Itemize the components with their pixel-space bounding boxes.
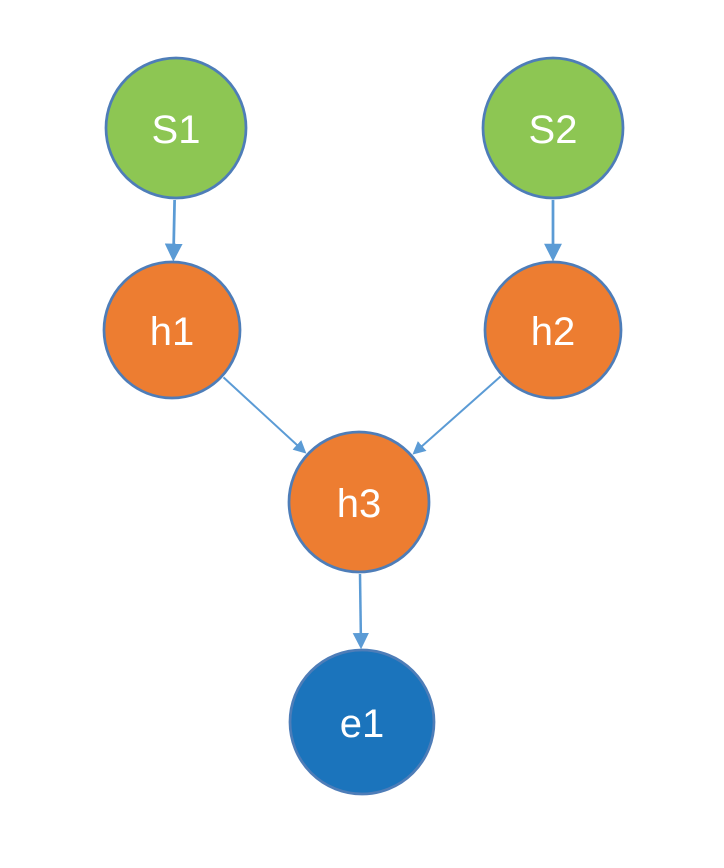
- node-circle-h3: [287, 430, 431, 574]
- node-label-e1: e1: [340, 702, 385, 746]
- edge-arrow-S1-h1: [164, 199, 183, 262]
- edge-arrow-h2-h3: [412, 375, 502, 455]
- node-label-S2: S2: [529, 108, 578, 152]
- node-label-h2: h2: [531, 310, 576, 354]
- node-circle-S1: [104, 56, 248, 200]
- node-circle-h2: [483, 260, 623, 400]
- node-label-S1: S1: [152, 108, 201, 152]
- edge-arrow-h3-e1: [352, 573, 369, 650]
- node-circle-S2: [481, 56, 625, 200]
- node-label-h3: h3: [337, 482, 382, 526]
- node-circle-e1: [288, 648, 436, 796]
- nodes-layer: S1 S2 h1 h2 h3 e1: [102, 56, 625, 796]
- node-circle-h1: [102, 260, 242, 400]
- edge-arrow-h1-h3: [222, 376, 307, 454]
- node-label-h1: h1: [150, 310, 195, 354]
- edges-layer: [164, 199, 562, 650]
